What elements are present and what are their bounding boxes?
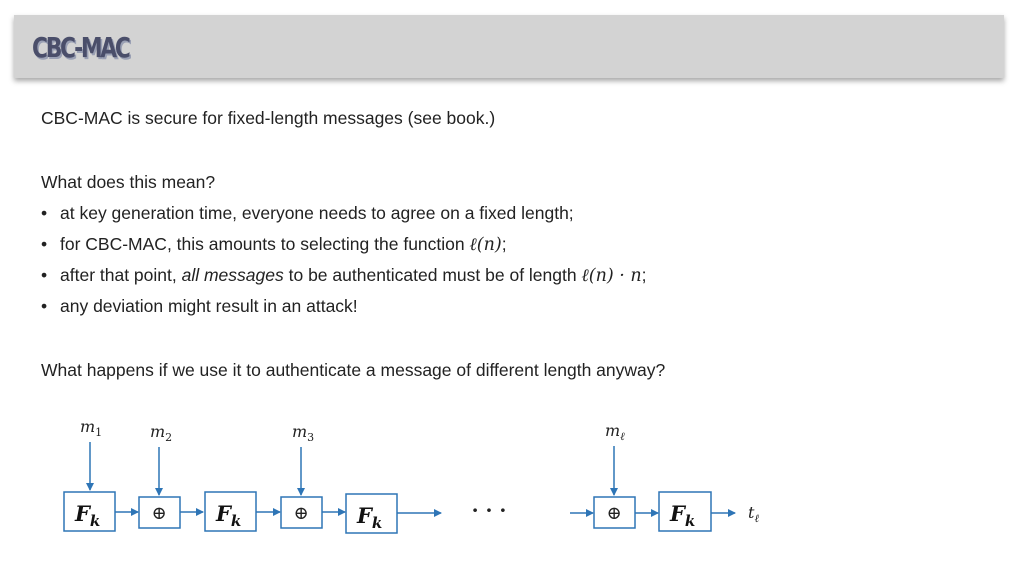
bullet-dot: •	[41, 203, 48, 223]
title-bar: CBC-MAC	[14, 15, 1004, 78]
bullet-text: any deviation might result in an attack!	[60, 296, 358, 316]
bullet-dot: •	[41, 265, 48, 285]
bullet-text-suffix: ;	[641, 265, 647, 285]
xor-box-l	[593, 496, 636, 529]
question-what-mean: What does this mean?	[41, 172, 216, 192]
bullet-text: at key generation time, everyone needs t…	[60, 203, 574, 223]
xor-box-3	[280, 496, 323, 529]
label-tag: tℓ	[748, 503, 759, 525]
f-box-l	[658, 491, 712, 532]
xor-symbol-3: ⊕	[293, 503, 308, 524]
bullet-dot: •	[41, 234, 48, 254]
f-box-1	[63, 491, 116, 532]
bullet-text-prefix: after that point,	[60, 265, 182, 285]
bullet-text-middle: to be authenticated must be of length	[283, 265, 582, 285]
xor-box-2	[138, 496, 181, 529]
f-box-3	[345, 493, 398, 534]
slide-title: CBC-MAC	[32, 31, 131, 64]
bullet-text-prefix: for CBC-MAC, this amounts to selecting t…	[60, 234, 470, 254]
f-label-l: Fk	[669, 501, 695, 530]
f-label-1: Fk	[74, 501, 100, 530]
label-m1: m1	[80, 417, 102, 439]
bullet-text: after that point, all messages to be aut…	[60, 265, 647, 286]
bullet-text: for CBC-MAC, this amounts to selecting t…	[60, 234, 507, 255]
bullet-math: ℓ(n) · n	[581, 266, 642, 286]
label-m3: m3	[292, 422, 314, 444]
xor-symbol-2: ⊕	[151, 503, 166, 524]
label-ml: mℓ	[605, 421, 625, 443]
ellipsis: · · ·	[472, 498, 507, 522]
label-m2: m2	[150, 422, 172, 444]
bullet-emphasis: all messages	[181, 265, 284, 285]
f-label-3: Fk	[356, 503, 382, 532]
f-box-2	[204, 491, 257, 532]
intro-text: CBC-MAC is secure for fixed-length messa…	[41, 108, 496, 128]
bullet-text-suffix: ;	[501, 234, 507, 254]
f-label-2: Fk	[215, 501, 241, 530]
bullet-dot: •	[41, 296, 48, 316]
bullet-math: ℓ(n)	[469, 235, 502, 255]
xor-symbol-l: ⊕	[606, 503, 621, 524]
question-different-length: What happens if we use it to authenticat…	[41, 360, 666, 380]
